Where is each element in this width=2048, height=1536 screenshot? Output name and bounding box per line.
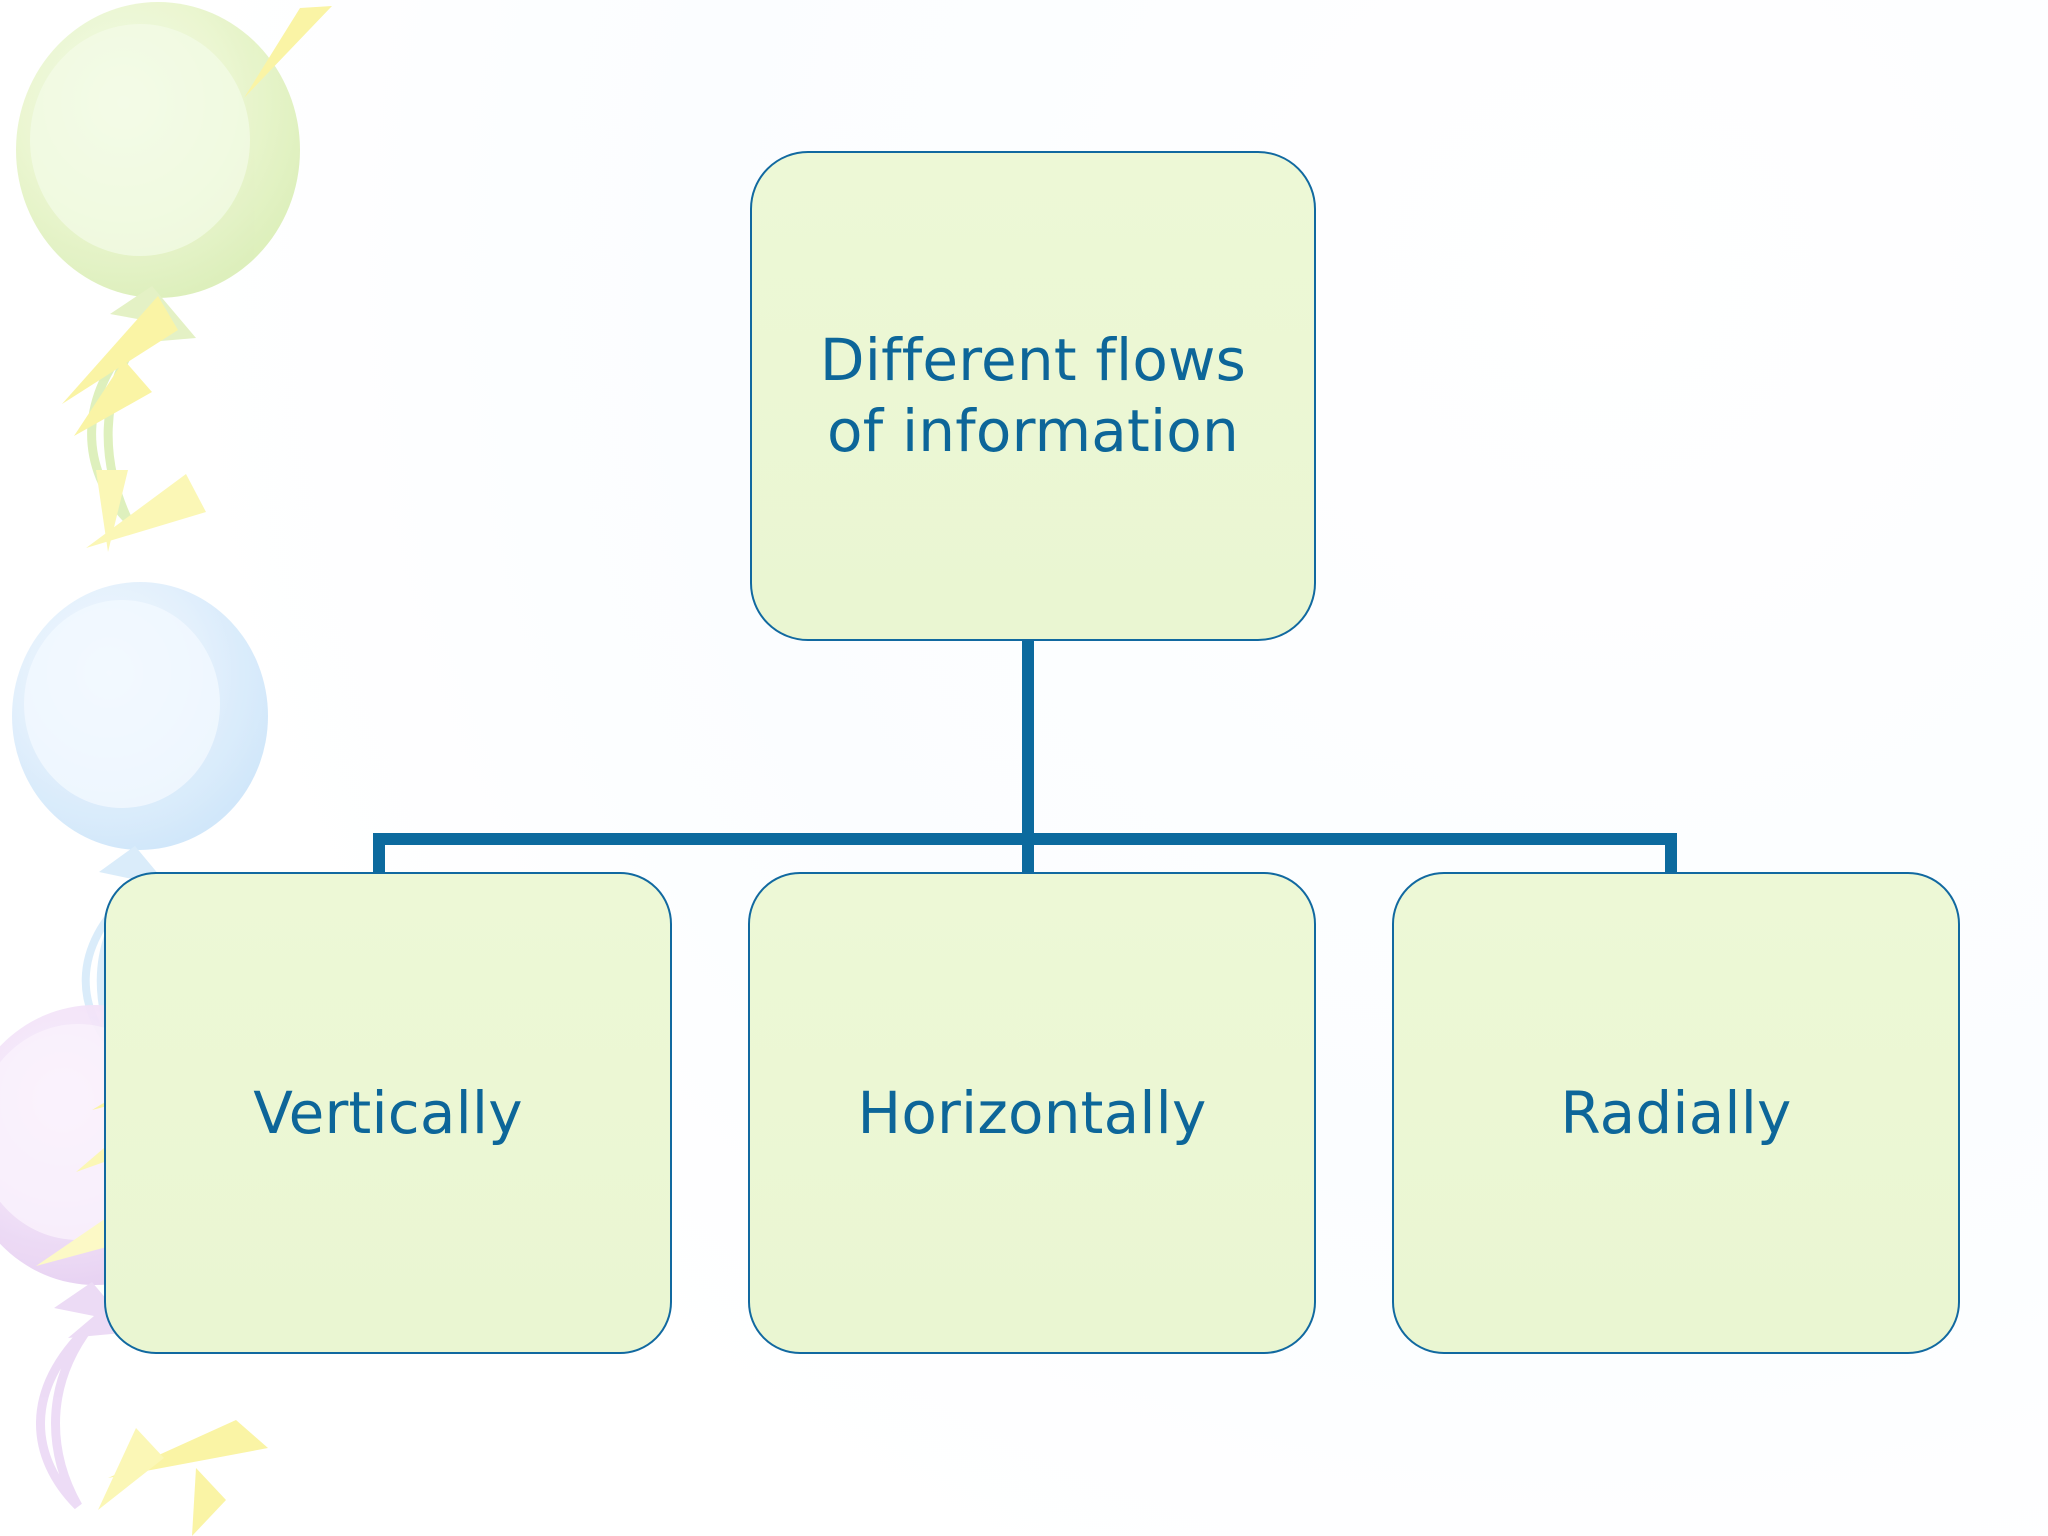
- node-radially[interactable]: Radially: [1392, 872, 1960, 1354]
- node-horizontally[interactable]: Horizontally: [748, 872, 1316, 1354]
- connector-drop-horizontally: [1022, 833, 1034, 874]
- connector-drop-radially: [1665, 833, 1677, 874]
- node-radially-label: Radially: [1560, 1078, 1792, 1147]
- connector-drop-vertically: [373, 833, 385, 874]
- node-vertically-label: Vertically: [253, 1078, 523, 1147]
- connector-root-stem: [1022, 641, 1034, 835]
- node-horizontally-label: Horizontally: [857, 1078, 1207, 1147]
- node-root[interactable]: Different flows of information: [750, 151, 1316, 641]
- node-root-label: Different flows of information: [819, 326, 1247, 465]
- node-vertically[interactable]: Vertically: [104, 872, 672, 1354]
